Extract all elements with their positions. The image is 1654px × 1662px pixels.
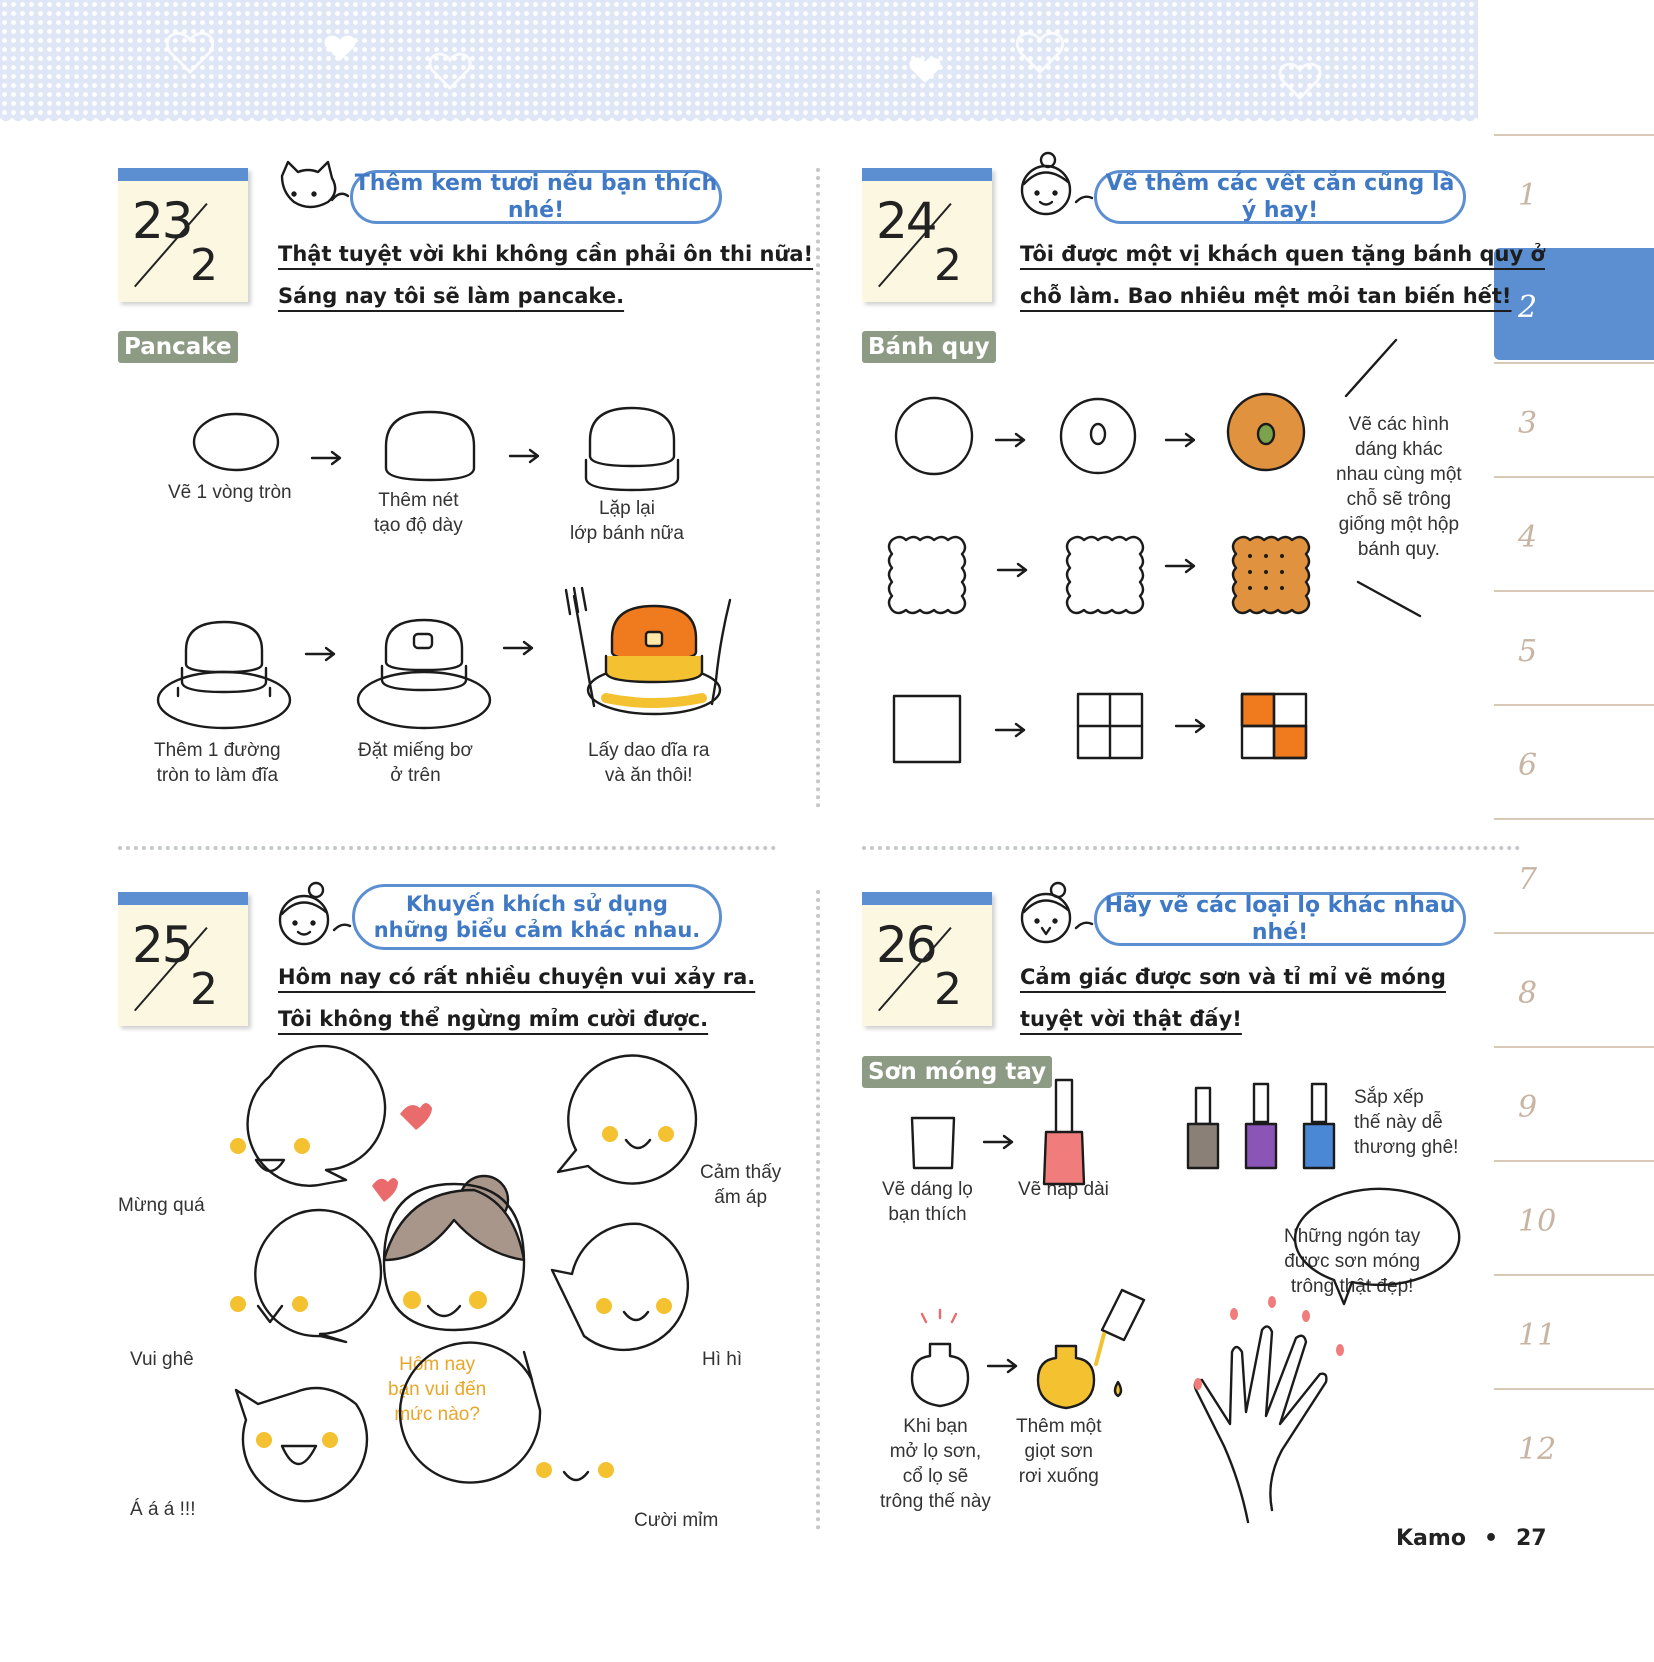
side-note: Vẽ các hình dáng khác nhau cùng một chỗ … bbox=[1336, 414, 1462, 560]
month-label: 4 bbox=[1518, 520, 1538, 555]
cookie-step-icons bbox=[887, 338, 1422, 764]
page-footer: Kamo • 27 bbox=[1396, 1526, 1547, 1551]
month-tab-3[interactable]: 3 bbox=[1494, 362, 1654, 474]
girl-face-icon bbox=[1020, 151, 1094, 216]
girl-face-icon bbox=[1020, 881, 1094, 944]
tip-text: Hãy vẽ các loại lọ khác nhau nhé! bbox=[1104, 892, 1456, 946]
tip-text: Vẽ thêm các vết cắn cũng là ý hay! bbox=[1105, 170, 1455, 224]
emotion-caption: Á á á !!! bbox=[130, 1499, 196, 1520]
tip-bubble: Hãy vẽ các loại lọ khác nhau nhé! bbox=[1094, 892, 1466, 946]
diary-line: Hôm nay có rất nhiều chuyện vui xảy ra. bbox=[278, 965, 756, 989]
diary-line: chỗ làm. Bao nhiêu mệt mỏi tan biến hết! bbox=[1020, 284, 1512, 308]
divider-horizontal-right bbox=[862, 846, 1520, 850]
calendar-day: 26 bbox=[876, 916, 938, 974]
diary-line: Cảm giác được sơn và tỉ mỉ vẽ móng bbox=[1020, 965, 1446, 989]
step-caption: Thêm nét tạo độ dày bbox=[374, 490, 463, 536]
diary-line: Tôi được một vị khách quen tặng bánh quy… bbox=[1020, 242, 1545, 266]
calendar-day: 25 bbox=[132, 916, 194, 974]
section-tag: Bánh quy bbox=[862, 331, 996, 363]
section-tag: Sơn móng tay bbox=[862, 1056, 1053, 1088]
divider-vertical-top bbox=[816, 168, 820, 808]
month-label: 12 bbox=[1518, 1432, 1557, 1467]
month-tab-11[interactable]: 11 bbox=[1494, 1274, 1654, 1386]
footer-dot: • bbox=[1483, 1526, 1498, 1551]
emotion-caption: Cười mỉm bbox=[634, 1510, 719, 1531]
month-tab-6[interactable]: 6 bbox=[1494, 704, 1654, 816]
month-tab-12[interactable]: 12 bbox=[1494, 1388, 1654, 1500]
girl-face-icon bbox=[278, 881, 352, 946]
divider-vertical-bottom bbox=[816, 890, 820, 1530]
emotion-caption: Mừng quá bbox=[118, 1195, 205, 1216]
month-tab-2[interactable]: 2 bbox=[1494, 248, 1654, 360]
month-label: 5 bbox=[1518, 634, 1538, 669]
tip-bubble: Thêm kem tươi nếu bạn thích nhé! bbox=[350, 170, 722, 224]
step-caption: Lặp lại lớp bánh nữa bbox=[570, 498, 684, 544]
pancake-step-icons bbox=[156, 406, 732, 730]
author-name: Kamo bbox=[1396, 1526, 1466, 1551]
tip-bubble: Khuyến khích sử dụng những biểu cảm khác… bbox=[352, 884, 722, 950]
calendar-month: 2 bbox=[934, 964, 962, 1015]
calendar-date-23-2: 23 2 bbox=[118, 168, 248, 302]
calendar-day: 24 bbox=[876, 192, 938, 250]
step-caption: Đặt miếng bơ ở trên bbox=[358, 740, 473, 786]
diary-line: tuyệt vời thật đấy! bbox=[1020, 1007, 1242, 1031]
diary-line: Sáng nay tôi sẽ làm pancake. bbox=[278, 284, 625, 308]
month-label: 10 bbox=[1518, 1204, 1557, 1239]
month-tab-1[interactable]: 1 bbox=[1494, 134, 1654, 246]
page-number: 27 bbox=[1516, 1526, 1547, 1551]
month-label: 3 bbox=[1518, 406, 1538, 441]
header-pattern-band bbox=[0, 0, 1478, 126]
month-tab-4[interactable]: 4 bbox=[1494, 476, 1654, 588]
month-tab-7[interactable]: 7 bbox=[1494, 818, 1654, 930]
month-label: 2 bbox=[1518, 290, 1538, 325]
step-caption: Khi bạn mở lọ sơn, cổ lọ sẽ trông thế nà… bbox=[880, 1416, 991, 1512]
calendar-month: 2 bbox=[190, 240, 218, 291]
tip-bubble: Vẽ thêm các vết cắn cũng là ý hay! bbox=[1094, 170, 1466, 224]
divider-horizontal-left bbox=[118, 846, 776, 850]
month-label: 8 bbox=[1518, 976, 1538, 1011]
nail-polish-icons bbox=[910, 1078, 1461, 1524]
calendar-date-24-2: 24 2 bbox=[862, 168, 992, 302]
calendar-month: 2 bbox=[190, 964, 218, 1015]
calendar-day: 23 bbox=[132, 192, 194, 250]
month-label: 11 bbox=[1518, 1318, 1557, 1353]
month-label: 7 bbox=[1518, 862, 1538, 897]
section-tag: Pancake bbox=[118, 331, 238, 363]
month-tab-10[interactable]: 10 bbox=[1494, 1160, 1654, 1272]
tip-text: Thêm kem tươi nếu bạn thích nhé! bbox=[354, 170, 718, 224]
step-caption: Vẽ 1 vòng tròn bbox=[168, 482, 292, 503]
month-label: 6 bbox=[1518, 748, 1538, 783]
calendar-date-26-2: 26 2 bbox=[862, 892, 992, 1026]
diary-line: Tôi không thể ngừng mỉm cười được. bbox=[278, 1007, 709, 1031]
cat-face-icon bbox=[280, 160, 350, 209]
heart-pattern-icon bbox=[166, 31, 1322, 101]
step-caption: Sắp xếp thế này dễ thương ghê! bbox=[1354, 1087, 1459, 1158]
step-caption: Lấy dao dĩa ra và ăn thôi! bbox=[588, 740, 710, 786]
step-caption: Thêm 1 đường tròn to làm đĩa bbox=[154, 740, 281, 786]
month-tab-9[interactable]: 9 bbox=[1494, 1046, 1654, 1158]
emotion-caption: Vui ghê bbox=[130, 1349, 194, 1370]
emotion-caption: Hì hì bbox=[702, 1349, 743, 1370]
month-label: 1 bbox=[1518, 178, 1538, 213]
step-caption: Vẽ nắp dài bbox=[1018, 1179, 1109, 1200]
calendar-date-25-2: 25 2 bbox=[118, 892, 248, 1026]
month-tab-5[interactable]: 5 bbox=[1494, 590, 1654, 702]
calendar-month: 2 bbox=[934, 240, 962, 291]
month-tab-8[interactable]: 8 bbox=[1494, 932, 1654, 1044]
step-caption: Thêm một giọt sơn rơi xuống bbox=[1016, 1416, 1102, 1487]
step-caption: Vẽ dáng lọ bạn thích bbox=[882, 1179, 973, 1225]
tip-text: Khuyến khích sử dụng những biểu cảm khác… bbox=[373, 891, 701, 942]
month-label: 9 bbox=[1518, 1090, 1538, 1125]
emotion-caption: Cảm thấy ấm áp bbox=[700, 1162, 782, 1208]
emotion-face-icons bbox=[230, 1044, 698, 1503]
diary-line: Thật tuyệt vời khi không cần phải ôn thi… bbox=[278, 242, 814, 266]
